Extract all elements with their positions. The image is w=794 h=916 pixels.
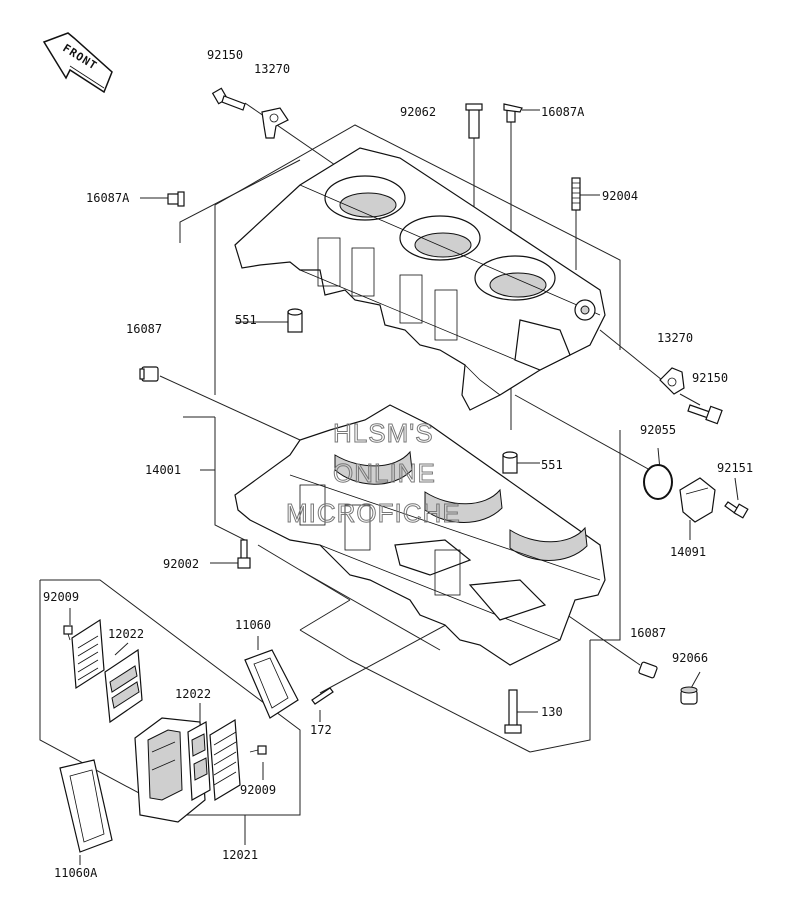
bolt-92002-icon <box>237 539 251 569</box>
stud-92062-icon <box>465 103 483 139</box>
assembly-frame-lines <box>39 124 621 816</box>
callout-13270-right: 13270 <box>657 331 693 345</box>
gasket-11060-icon <box>244 649 299 719</box>
lower-crankcase <box>234 404 606 666</box>
fitting-16087A-left-icon <box>167 191 185 207</box>
callout-16087A-top: 16087A <box>541 105 585 119</box>
callout-92150-top: 92150 <box>207 48 243 62</box>
callout-92151: 92151 <box>717 461 753 475</box>
callout-92066: 92066 <box>672 651 708 665</box>
gasket-11060A-icon <box>59 759 113 853</box>
screw-92009-top-icon <box>63 625 73 641</box>
callout-92055: 92055 <box>640 423 676 437</box>
reed-valve-assembly <box>59 618 299 853</box>
reed-stopper-mid-icon <box>209 718 241 802</box>
callout-551-mid: 551 <box>541 458 563 472</box>
callout-13270-top: 13270 <box>254 62 290 76</box>
callout-14091: 14091 <box>670 545 706 559</box>
callout-92004: 92004 <box>602 189 638 203</box>
callout-92062: 92062 <box>400 105 436 119</box>
callout-16087-left: 16087 <box>126 322 162 336</box>
front-arrow-badge: FRONT <box>42 32 113 94</box>
callout-12022-top: 12022 <box>108 627 144 641</box>
plug-16087-left-icon <box>139 366 159 382</box>
grommet-92066-icon <box>680 686 698 705</box>
watermark: HLSM'S ONLINE MICROFICHE <box>286 418 461 529</box>
dowel-551-top-icon <box>287 308 303 333</box>
callout-92009-bottom: 92009 <box>240 783 276 797</box>
callout-11060A: 11060A <box>54 866 98 880</box>
leader-lines <box>69 102 739 865</box>
reed-stopper-top-icon <box>71 618 105 690</box>
callout-92002: 92002 <box>163 557 199 571</box>
callout-92009-top: 92009 <box>43 590 79 604</box>
small-parts <box>139 87 749 734</box>
callout-16087A-left: 16087A <box>86 191 130 205</box>
reed-12022-mid-icon <box>187 721 211 801</box>
upper-crankcase <box>234 147 606 411</box>
callout-172: 172 <box>310 723 332 737</box>
bolt-92150-top-icon <box>211 87 246 111</box>
callout-92150-right: 92150 <box>692 371 728 385</box>
callout-551-top: 551 <box>235 313 257 327</box>
watermark-line-3: MICROFICHE <box>286 498 461 528</box>
bolt-130-icon <box>504 689 522 734</box>
plug-16087-right-icon <box>638 661 658 679</box>
reed-12022-top-icon <box>104 648 143 724</box>
oring-92055-icon <box>643 464 673 500</box>
callout-16087-right: 16087 <box>630 626 666 640</box>
callout-labels: 92150 13270 92062 16087A 16087A 92004 55… <box>43 48 753 880</box>
callout-12021: 12021 <box>222 848 258 862</box>
callout-11060: 11060 <box>235 618 271 632</box>
cover-14091-icon <box>679 477 716 523</box>
callout-130: 130 <box>541 705 563 719</box>
dowel-551-mid-icon <box>502 451 518 474</box>
stud-92004-icon <box>571 177 581 211</box>
reed-block-icon <box>134 717 206 823</box>
bolt-92150-right-icon <box>687 404 723 425</box>
washer-13270-right-icon <box>659 367 685 395</box>
stud-172-icon <box>311 687 334 705</box>
bolt-92151-icon <box>724 501 749 519</box>
screw-92009-bottom-icon <box>249 745 267 755</box>
watermark-line-1: HLSM'S <box>333 418 434 448</box>
watermark-line-2: ONLINE <box>333 458 436 488</box>
callout-12022-mid: 12022 <box>175 687 211 701</box>
washer-13270-top-icon <box>261 107 289 139</box>
fitting-16087A-top-icon <box>503 103 523 123</box>
callout-14001: 14001 <box>145 463 181 477</box>
